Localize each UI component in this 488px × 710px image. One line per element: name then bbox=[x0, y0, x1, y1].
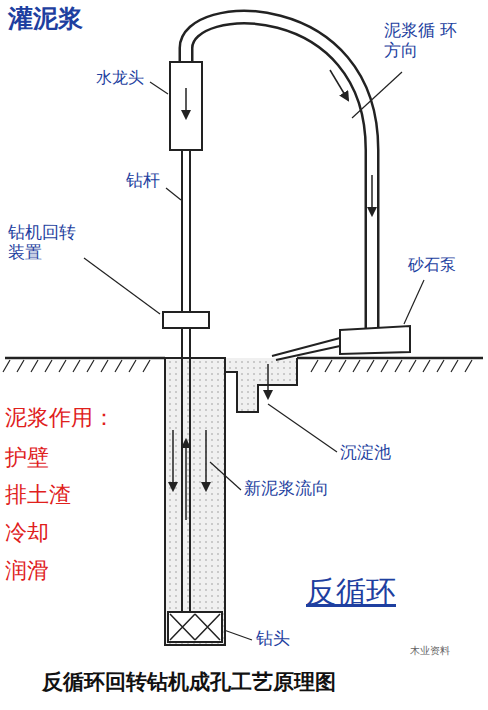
hatch-stroke bbox=[101, 360, 108, 372]
part-label: 泥浆循 环方向 bbox=[384, 20, 458, 61]
drawing-part bbox=[268, 404, 337, 452]
outlet-pipe bbox=[272, 338, 340, 360]
hatch-stroke bbox=[381, 360, 388, 372]
ground-line bbox=[5, 357, 165, 360]
bit-teeth bbox=[170, 614, 220, 640]
rotary-device bbox=[163, 312, 209, 328]
hatch-stroke bbox=[311, 360, 318, 372]
settling-pit bbox=[225, 358, 297, 412]
part-label: 砂石泵 bbox=[408, 255, 456, 274]
flow-arrow bbox=[205, 430, 207, 490]
note-item: 冷却 bbox=[5, 520, 49, 546]
part-label: 水龙头 bbox=[96, 68, 144, 87]
hose-inner bbox=[186, 17, 372, 330]
title: 灌泥浆 bbox=[8, 4, 83, 34]
borehole-fill bbox=[166, 359, 224, 644]
hose bbox=[186, 17, 372, 330]
flow-arrow bbox=[172, 430, 174, 490]
method-label: 反循环 bbox=[306, 574, 396, 610]
hatch-stroke bbox=[87, 360, 94, 372]
drawing-part bbox=[210, 462, 241, 490]
sand-pump bbox=[340, 326, 410, 354]
caption: 反循环回转钻机成孔工艺原理图 bbox=[42, 670, 336, 695]
flow-arrow bbox=[330, 70, 348, 100]
hatch-stroke bbox=[339, 360, 346, 372]
hatch-stroke bbox=[143, 360, 150, 372]
part-label: 钻杆 bbox=[126, 170, 160, 190]
hatch-stroke bbox=[367, 360, 374, 372]
flow-arrow bbox=[185, 440, 187, 520]
drawing-part bbox=[224, 630, 252, 640]
note-item: 排土渣 bbox=[5, 482, 71, 508]
hatch-stroke bbox=[395, 360, 402, 372]
note-item: 护壁 bbox=[5, 445, 49, 471]
drawing-part bbox=[166, 188, 181, 200]
hatch-stroke bbox=[353, 360, 360, 372]
hatch-stroke bbox=[73, 360, 80, 372]
note-item: 润滑 bbox=[5, 558, 49, 584]
watermark: 木业资料 bbox=[410, 645, 450, 657]
hatch-stroke bbox=[451, 360, 458, 372]
drawing-part bbox=[150, 82, 168, 94]
ground-hatch bbox=[3, 360, 472, 372]
hatch-stroke bbox=[465, 360, 472, 372]
hatch-stroke bbox=[31, 360, 38, 372]
drill-rod bbox=[189, 150, 191, 612]
drawing-part bbox=[404, 280, 424, 324]
pit-fill bbox=[226, 360, 296, 411]
hatch-stroke bbox=[45, 360, 52, 372]
drill-rod bbox=[181, 150, 183, 612]
flow-arrow bbox=[267, 364, 269, 398]
hatch-stroke bbox=[59, 360, 66, 372]
leader-lines bbox=[84, 72, 424, 640]
hatch-stroke bbox=[423, 360, 430, 372]
swivel bbox=[170, 62, 202, 150]
ground-line bbox=[297, 357, 483, 360]
part-label: 钻机回转 装置 bbox=[8, 222, 86, 263]
drawing-part bbox=[84, 258, 160, 314]
note-heading: 泥浆作用： bbox=[5, 405, 115, 431]
part-label: 沉淀池 bbox=[340, 442, 391, 462]
part-label: 钻头 bbox=[256, 628, 290, 648]
drill-bit bbox=[168, 612, 222, 642]
borehole bbox=[165, 358, 225, 645]
hatch-stroke bbox=[115, 360, 122, 372]
part-label: 新泥浆流向 bbox=[244, 478, 329, 498]
flow-arrow bbox=[185, 88, 187, 118]
drawing-part bbox=[352, 72, 402, 118]
flow-arrow bbox=[371, 175, 373, 215]
hatch-stroke bbox=[17, 360, 24, 372]
hatch-stroke bbox=[409, 360, 416, 372]
hatch-stroke bbox=[325, 360, 332, 372]
hatch-stroke bbox=[129, 360, 136, 372]
hatch-stroke bbox=[3, 360, 10, 372]
hatch-stroke bbox=[437, 360, 444, 372]
